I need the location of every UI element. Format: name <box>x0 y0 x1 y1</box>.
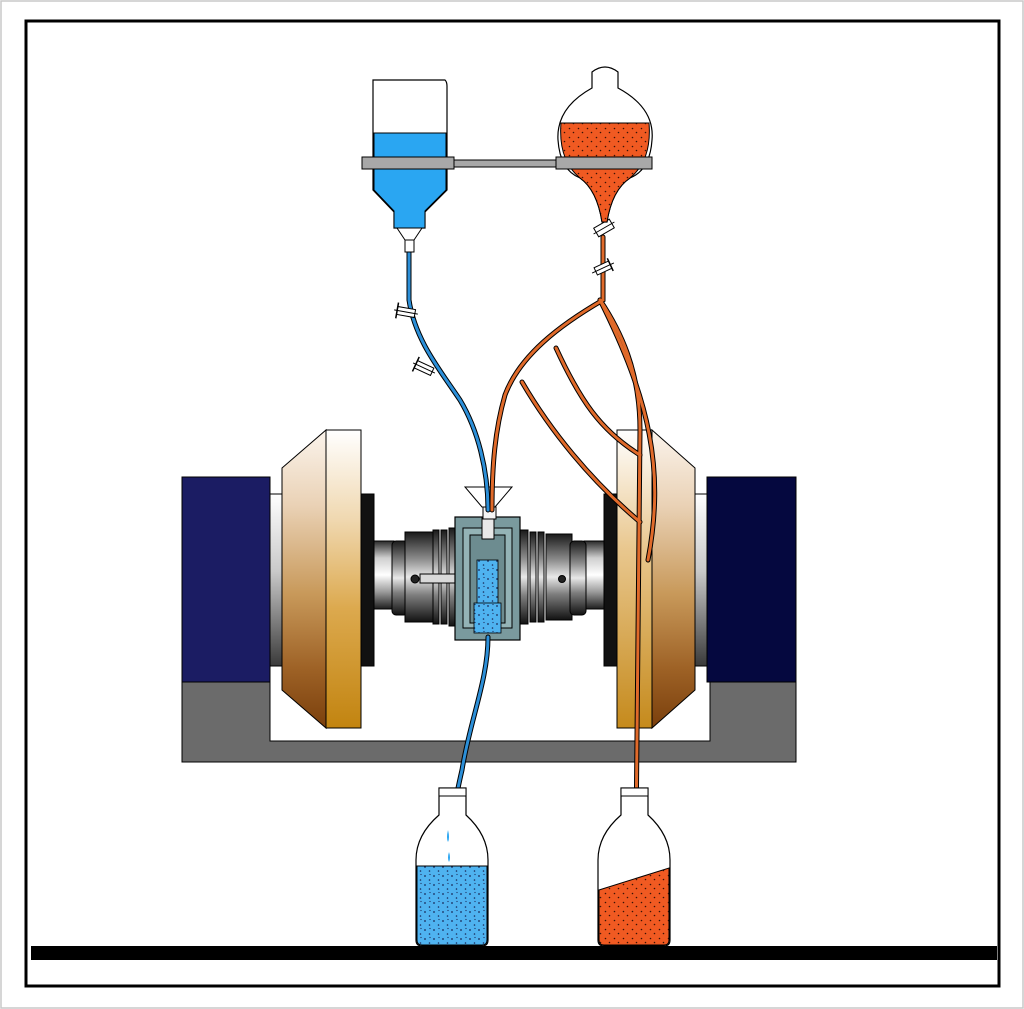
central-mixing-chamber <box>454 516 521 641</box>
orange-flask-clamp <box>555 156 653 170</box>
floor-line <box>31 946 997 960</box>
tube-clamps <box>394 218 615 377</box>
orange-collection-bottle <box>597 787 671 947</box>
left-wheel-disk <box>325 429 362 729</box>
blue-bottle-clamp <box>361 156 455 170</box>
right-motor-block <box>706 476 797 683</box>
left-motor-block <box>181 476 271 683</box>
right-wheel-hub <box>603 493 618 667</box>
right-wheel-disk <box>616 429 653 729</box>
right-coupling <box>519 529 587 625</box>
right-shaft <box>583 540 605 610</box>
orange-tubing <box>489 234 658 841</box>
left-shaft <box>373 540 395 610</box>
left-coupling <box>391 527 458 627</box>
left-wheel-hub <box>360 493 375 667</box>
right-wheel-disk-bevel <box>651 428 696 730</box>
blue-collection-bottle <box>415 787 489 947</box>
left-wheel-disk-bevel <box>281 428 327 730</box>
support-rod <box>450 159 557 168</box>
